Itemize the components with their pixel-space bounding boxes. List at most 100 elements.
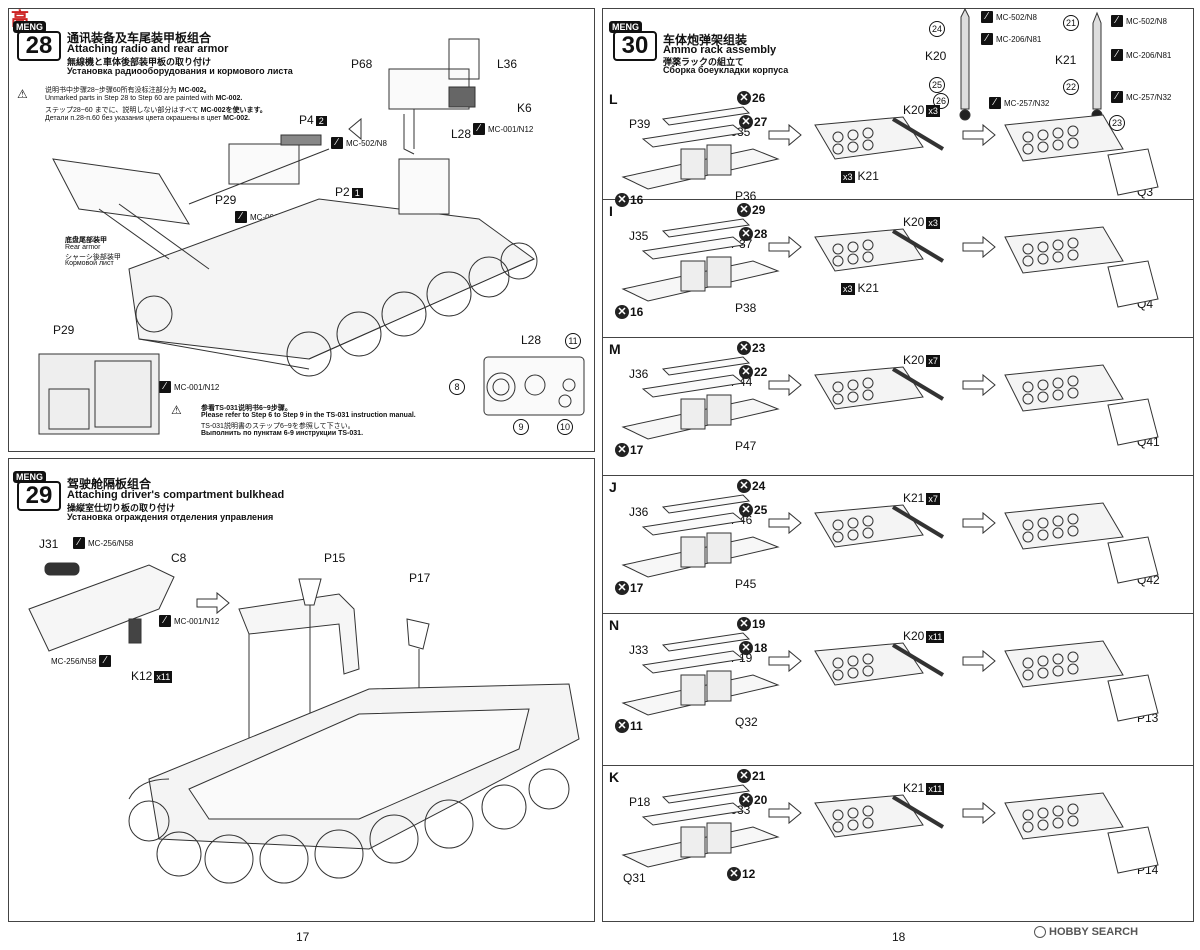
meng-logo: MENG xyxy=(13,471,46,483)
shell-qty: x7 xyxy=(926,493,940,505)
part-p29-lower: P29 xyxy=(53,323,75,337)
part-l36: L36 xyxy=(497,57,518,71)
cross-icon: ✕ xyxy=(739,503,753,517)
section-illustration xyxy=(621,632,1159,722)
divider-4 xyxy=(603,613,1193,614)
step28-title-cn: 通讯装备及车尾装甲板组合 xyxy=(67,31,212,45)
shell-right-part: K21 xyxy=(1055,53,1077,67)
paint-mc256-b: MC-256/N58∕ xyxy=(51,655,112,667)
divider-1 xyxy=(603,199,1193,200)
ref-jp: TS-031説明書のステップ6~9を参照して下さい。 xyxy=(201,423,355,430)
part-label-j33: J33 xyxy=(629,643,649,657)
cross-icon: ✕ xyxy=(737,769,751,783)
paint-mc256-a: ∕MC-256/N58 xyxy=(73,537,133,549)
section-letter: I xyxy=(609,203,613,219)
section-letter: J xyxy=(609,479,617,495)
divider-5 xyxy=(603,765,1193,766)
cross-icon: ✕ xyxy=(615,581,629,595)
shell-qty: x3 xyxy=(926,217,940,229)
step29-number: 29 xyxy=(17,481,61,511)
brush-icon: ∕ xyxy=(73,537,85,549)
rear-armor-ru: Кормовой лист xyxy=(65,260,114,267)
shell-part: K20 xyxy=(903,629,925,643)
brush-icon: ∕ xyxy=(99,655,112,667)
logo-icon xyxy=(1034,926,1046,939)
hobby-search-logo: HOBBY SEARCH xyxy=(1034,926,1138,939)
part-j31: J31 xyxy=(39,537,59,551)
step29-title-cn: 驾驶舱隔板组合 xyxy=(67,477,152,491)
shell-qty: x11 xyxy=(926,783,945,795)
part-number: 21 xyxy=(752,769,766,783)
shell-left-callout-25: 25 xyxy=(929,77,945,93)
part-label-p45: P45 xyxy=(735,577,757,591)
ref-en: Please refer to Step 6 to Step 9 in the … xyxy=(201,412,416,419)
shell-right-callout-21: 21 xyxy=(1063,15,1079,31)
step28-badge: MENG 28 xyxy=(11,13,61,61)
shell-right-callout-22: 22 xyxy=(1063,79,1079,95)
shell-qty: x3 xyxy=(926,105,940,117)
section-illustration xyxy=(621,784,1159,874)
section-letter: N xyxy=(609,617,620,633)
step30-number: 30 xyxy=(613,31,657,61)
brush-icon: ∕ xyxy=(981,11,993,23)
part-callout-23: ✕23 xyxy=(737,341,765,355)
shell-part: K21 xyxy=(903,781,925,795)
step28-title-en: Attaching radio and rear armor xyxy=(67,43,229,55)
section-illustration xyxy=(621,356,1159,446)
part-number: 20 xyxy=(754,793,768,807)
section-illustration xyxy=(621,494,1159,584)
note-ru: Детали п.28-п.60 без указания цвета окра… xyxy=(45,115,250,122)
brush-icon: ∕ xyxy=(473,123,485,135)
shell-right-paint-2: ∕MC-206/N81 xyxy=(1111,49,1171,61)
cross-icon: ✕ xyxy=(615,305,629,319)
cross-icon: ✕ xyxy=(737,617,751,631)
shell-left-callout-24: 24 xyxy=(929,21,945,37)
part-number: 24 xyxy=(752,479,766,493)
shell2-part: K21 xyxy=(857,169,879,183)
part-callout-16: ✕16 xyxy=(615,305,643,319)
ref-ru: Выполнить по пунктам 6-9 инструкции TS-0… xyxy=(201,430,364,437)
part-number: 11 xyxy=(630,719,643,733)
step28-title-jp: 無線機と車体後部装甲板の取り付け xyxy=(67,57,212,67)
part-p29-top: P29 xyxy=(215,193,237,207)
divider-2 xyxy=(603,337,1193,338)
part-label-p36: P36 xyxy=(735,189,757,203)
part-p17: P17 xyxy=(409,571,431,585)
left-page: 高 MENG 28 通讯装备及车尾装甲板组合 Attaching radio a… xyxy=(0,0,598,950)
note-jp: ステップ28~60 までに、説明しない部分はすべて MC-002を使います。 xyxy=(45,107,267,114)
part-p15: P15 xyxy=(324,551,346,565)
cross-icon: ✕ xyxy=(727,867,741,881)
part-number: 16 xyxy=(630,193,644,207)
part-number: 27 xyxy=(754,115,768,129)
brush-icon: ∕ xyxy=(1111,91,1123,103)
callout-8: 8 xyxy=(449,379,465,395)
brush-icon: ∕ xyxy=(989,97,1001,109)
part-callout-19: ✕19 xyxy=(737,617,765,631)
shell-details xyxy=(959,7,1103,121)
step29-illustration xyxy=(28,562,580,884)
cross-icon: ✕ xyxy=(615,719,629,733)
shell2-qty: x3 xyxy=(841,171,855,183)
shell-part: K20 xyxy=(903,353,925,367)
part-callout-27: ✕27 xyxy=(739,115,767,129)
step30-title-ru: Сборка боеукладки корпуса xyxy=(663,65,789,75)
part-label-p38: P38 xyxy=(735,301,757,315)
callout-9: 9 xyxy=(513,419,529,435)
paint-mc502-step28: ∕MC-502/N8 xyxy=(331,137,387,149)
shell-qty: x11 xyxy=(926,631,945,643)
part-number: 29 xyxy=(752,203,766,217)
section-letter: K xyxy=(609,769,620,785)
step29-badge: MENG 29 xyxy=(11,463,61,511)
ref-warning-icon: ⚠ xyxy=(171,403,182,417)
step29-title-en: Attaching driver's compartment bulkhead xyxy=(67,489,285,501)
part-label-j36: J36 xyxy=(629,367,649,381)
shell-right-paint-1: ∕MC-502/N8 xyxy=(1111,15,1167,27)
part-callout-25: ✕25 xyxy=(739,503,767,517)
part-number: 22 xyxy=(754,365,768,379)
rear-armor-en: Rear armor xyxy=(65,244,101,251)
